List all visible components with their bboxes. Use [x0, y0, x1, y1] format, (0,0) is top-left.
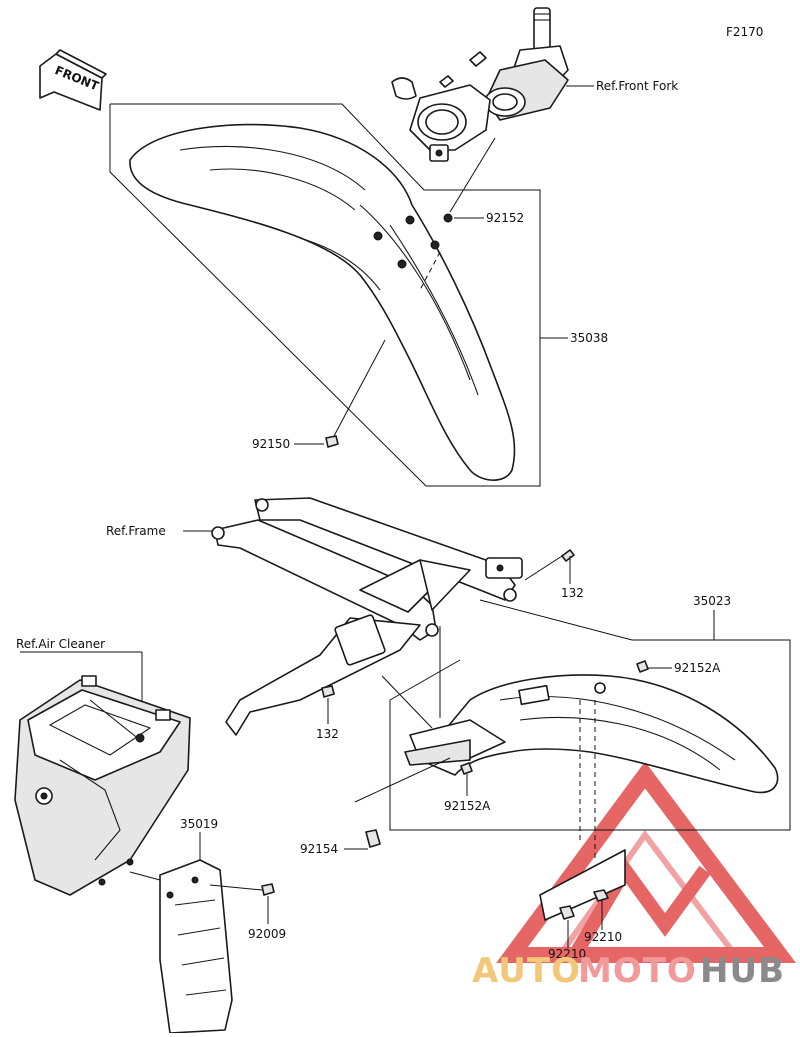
callout-92152a-right: 92152A: [674, 661, 721, 675]
callout-35038: 35038: [570, 331, 608, 345]
figure-code: F2170: [726, 25, 763, 39]
watermark-logo: [496, 761, 796, 963]
callout-35019: 35019: [180, 817, 218, 831]
watermark-word-auto: AUTO: [472, 951, 581, 991]
watermark-word-hub: HUB: [700, 951, 785, 991]
callout-92152a-bottom: 92152A: [444, 799, 491, 813]
air-cleaner-box: [14, 675, 191, 896]
watermark-word-moto: MOTO: [578, 951, 697, 991]
callout-92210-bottom: 92210: [548, 947, 586, 961]
callout-132-right: 132: [561, 586, 584, 600]
callout-92210-right: 92210: [584, 930, 622, 944]
callout-92009: 92009: [248, 927, 286, 941]
rear-flap-plate: [539, 849, 626, 921]
watermark-wordmark: AUTO MOTO HUB: [472, 951, 785, 991]
callout-35023: 35023: [693, 594, 731, 608]
ref-frame-label: Ref.Frame: [106, 524, 166, 538]
front-fork-assembly: [391, 7, 569, 162]
rear-fender: [404, 674, 779, 794]
callout-92152-top: 92152: [486, 211, 524, 225]
ref-front-fork-label: Ref.Front Fork: [596, 79, 678, 93]
ref-air-cleaner-label: Ref.Air Cleaner: [16, 637, 105, 651]
front-fender: [129, 123, 516, 481]
air-cleaner-mud-guard: [159, 859, 233, 1034]
callout-92150: 92150: [252, 437, 290, 451]
callout-132-left: 132: [316, 727, 339, 741]
callout-92154: 92154: [300, 842, 338, 856]
front-direction-arrow: FRONT: [39, 49, 107, 111]
frame-reference: [211, 497, 523, 736]
